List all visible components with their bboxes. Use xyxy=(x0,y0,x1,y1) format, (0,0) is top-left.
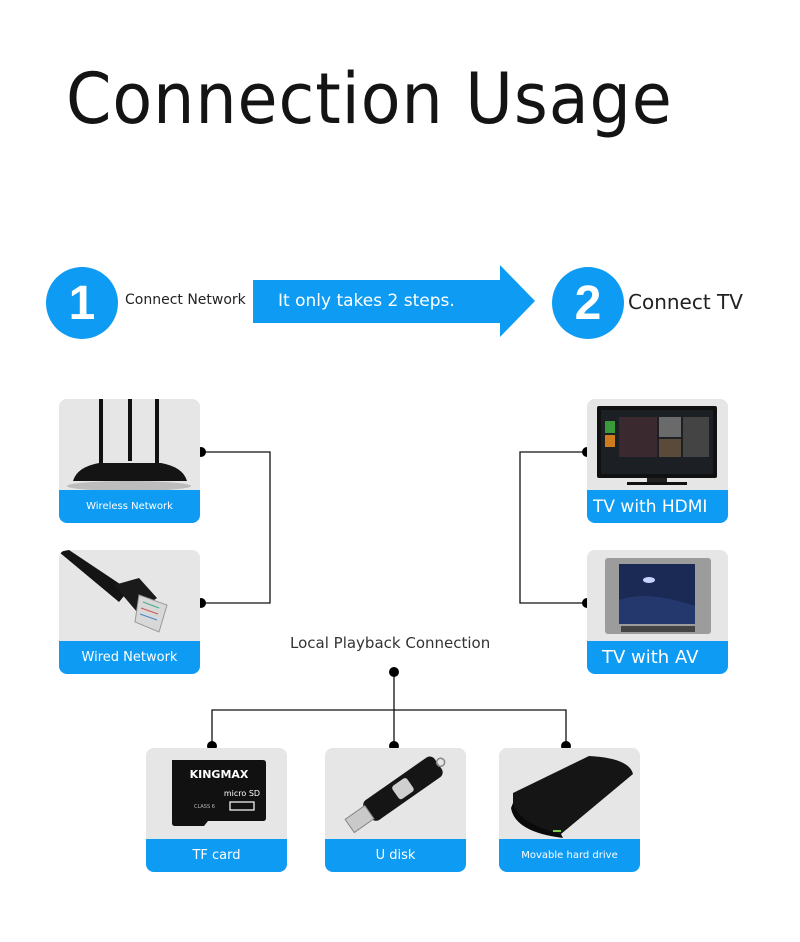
external-hard-drive-icon xyxy=(499,748,640,839)
u-disk-card: U disk xyxy=(325,748,466,872)
svg-text:CLASS 6: CLASS 6 xyxy=(194,804,215,810)
network-connector xyxy=(201,451,271,604)
step-1-label: Connect Network xyxy=(125,292,246,308)
arrow-text: It only takes 2 steps. xyxy=(278,291,455,311)
tf-card-card: KINGMAX micro SD CLASS 6 TF card xyxy=(146,748,287,872)
wireless-network-card: Wireless Network xyxy=(59,399,200,523)
wired-network-label: Wired Network xyxy=(59,641,200,674)
steps-arrow: It only takes 2 steps. xyxy=(253,265,535,337)
step-2-badge: 2 xyxy=(552,267,624,339)
wireless-network-label: Wireless Network xyxy=(59,490,200,523)
tv-av-card: TV with AV xyxy=(587,550,728,674)
hard-drive-card: Movable hard drive xyxy=(499,748,640,872)
tv-av-label: TV with AV xyxy=(587,641,728,674)
arrow-right-icon xyxy=(253,265,535,337)
page-title: Connection Usage xyxy=(66,58,673,140)
ethernet-cable-icon xyxy=(59,550,200,641)
step-1-badge: 1 xyxy=(46,267,118,339)
card-brand-text: KINGMAX xyxy=(190,768,249,781)
svg-text:micro SD: micro SD xyxy=(224,789,260,798)
local-playback-label: Local Playback Connection xyxy=(290,634,491,652)
hard-drive-label: Movable hard drive xyxy=(499,839,640,872)
tv-hdmi-card: TV with HDMI xyxy=(587,399,728,523)
flat-tv-icon xyxy=(587,399,728,490)
connector-dot xyxy=(389,667,399,677)
tv-hdmi-label: TV with HDMI xyxy=(587,490,728,523)
step-2-label: Connect TV xyxy=(628,290,743,314)
router-icon xyxy=(59,399,200,490)
tv-connector xyxy=(519,451,587,604)
local-branch xyxy=(211,709,567,746)
usb-drive-icon xyxy=(325,748,466,839)
microsd-card-icon: KINGMAX micro SD CLASS 6 xyxy=(146,748,287,839)
tf-card-label: TF card xyxy=(146,839,287,872)
crt-tv-icon xyxy=(587,550,728,641)
wired-network-card: Wired Network xyxy=(59,550,200,674)
u-disk-label: U disk xyxy=(325,839,466,872)
